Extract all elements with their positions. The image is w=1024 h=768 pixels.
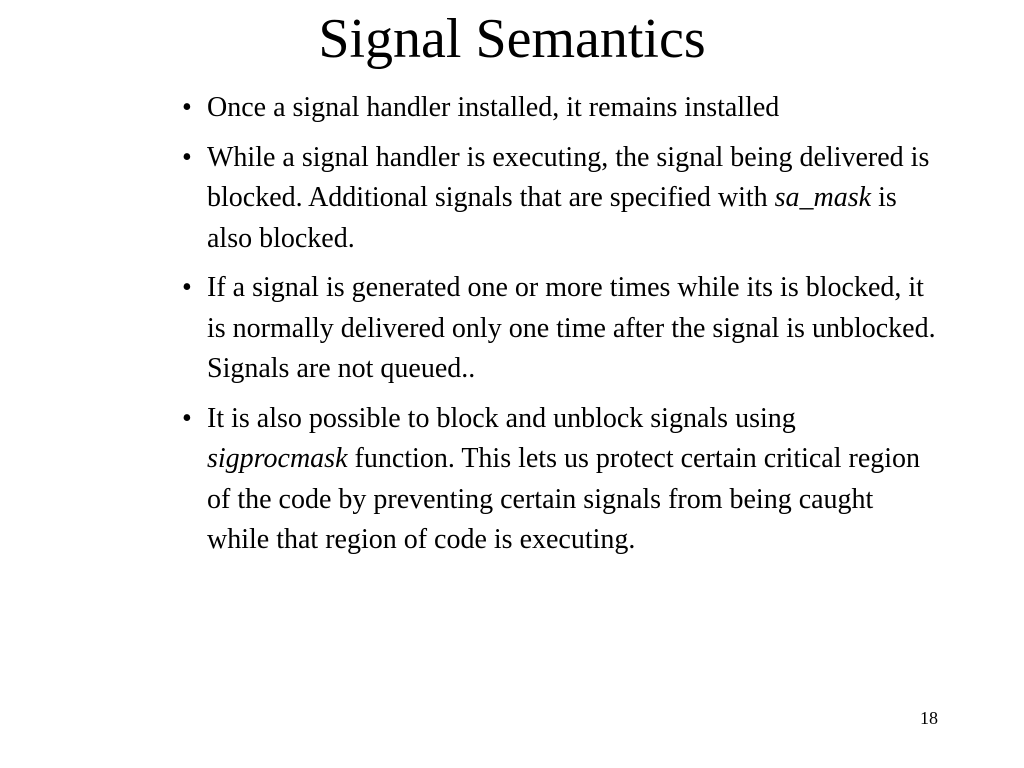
bullet-marker: • (182, 141, 192, 173)
bullet-text: Once a signal handler installed, it rema… (207, 92, 780, 123)
bullet-item: • If a signal is generated one or more t… (182, 268, 942, 390)
bullet-text-after: is also blocked. (207, 182, 897, 254)
bullet-code-term: sa_mask (774, 182, 872, 213)
bullet-text-before: It is also possible to block and unblock… (207, 402, 796, 434)
bullet-item: • It is also possible to block and unblo… (182, 399, 942, 561)
bullet-text-before: While a signal handler is executing, the… (207, 141, 930, 214)
bullet-marker: • (182, 92, 192, 123)
page-number: 18 (920, 708, 938, 728)
bullet-code-term: sigprocmask (207, 443, 348, 474)
bullet-text-after: function. This lets us protect certain c… (207, 443, 921, 555)
bullet-item: • Once a signal handler installed, it re… (182, 88, 807, 129)
bullet-text: If a signal is generated one or more tim… (207, 272, 936, 384)
slide-title: Signal Semantics (318, 8, 706, 70)
bullet-marker: • (182, 272, 192, 303)
bullet-item: • While a signal handler is executing, t… (182, 138, 942, 260)
bullet-list: • Once a signal handler installed, it re… (182, 88, 942, 570)
bullet-marker: • (182, 402, 192, 434)
